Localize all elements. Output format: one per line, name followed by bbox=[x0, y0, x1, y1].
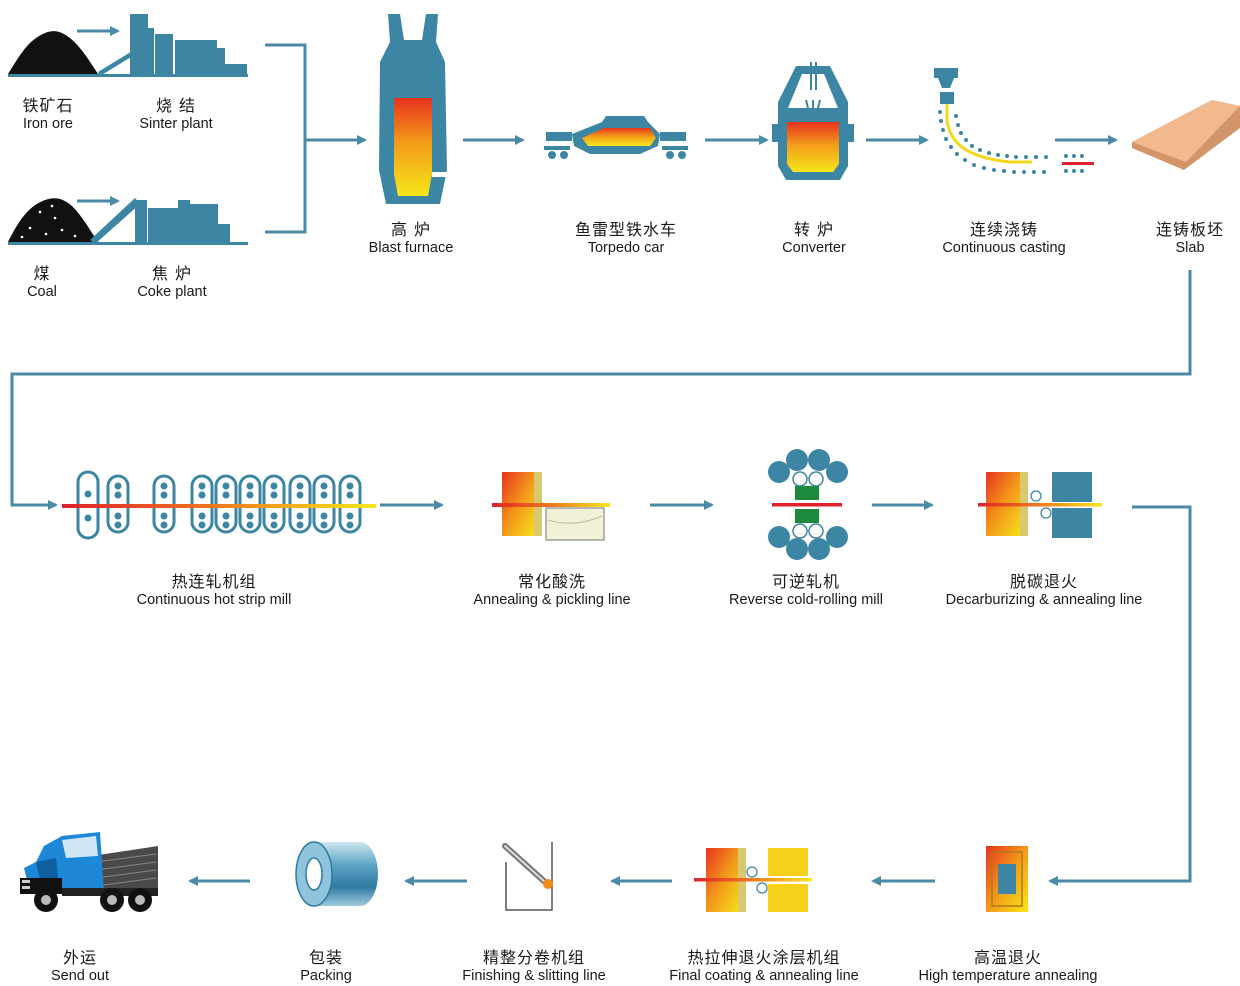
label-high-temp-annealing: 高温退火 High temperature annealing bbox=[888, 948, 1128, 986]
label-send-out: 外运 Send out bbox=[0, 948, 200, 986]
label-en: Slab bbox=[1175, 240, 1205, 256]
label-zh: 鱼雷型铁水车 bbox=[574, 220, 677, 239]
dump-truck-icon bbox=[20, 832, 158, 912]
label-coal: 煤 Coal bbox=[0, 264, 162, 302]
label-en: Final coating & annealing line bbox=[669, 968, 859, 984]
label-sinter-plant: 烧 结 Sinter plant bbox=[56, 96, 296, 134]
label-zh: 热连轧机组 bbox=[171, 572, 257, 591]
label-coke-plant: 焦 炉 Coke plant bbox=[52, 264, 292, 302]
cold-rolling-mill-icon bbox=[768, 449, 848, 560]
label-zh: 外运 bbox=[62, 948, 97, 967]
feed-bracket bbox=[265, 43, 307, 234]
torpedo-car-icon bbox=[544, 116, 688, 159]
label-final-coating: 热拉伸退火涂层机组 Final coating & annealing line bbox=[644, 948, 884, 986]
label-reverse-cold-rolling: 可逆轧机 Reverse cold-rolling mill bbox=[686, 572, 926, 610]
label-finishing-slitting: 精整分卷机组 Finishing & slitting line bbox=[414, 948, 654, 986]
label-en: Blast furnace bbox=[368, 240, 454, 256]
continuous-caster-icon bbox=[934, 68, 1094, 174]
label-en: Coal bbox=[27, 284, 57, 300]
hot-strip-mill-icon bbox=[62, 470, 376, 540]
label-en: Annealing & pickling line bbox=[473, 592, 631, 608]
label-en: Continuous hot strip mill bbox=[136, 592, 292, 608]
label-en: High temperature annealing bbox=[918, 968, 1098, 984]
ore-pile-icon bbox=[8, 31, 98, 74]
coke-plant-icon bbox=[8, 198, 248, 245]
label-en: Packing bbox=[300, 968, 352, 984]
label-zh: 连铸板坯 bbox=[1155, 220, 1224, 239]
converter-icon bbox=[772, 62, 854, 180]
slab-icon bbox=[1132, 100, 1240, 170]
steel-coil-icon bbox=[295, 841, 378, 907]
slitting-line-icon bbox=[502, 842, 553, 911]
label-zh: 高温退火 bbox=[973, 948, 1042, 967]
label-en: Decarburizing & annealing line bbox=[945, 592, 1143, 608]
label-zh: 脱碳退火 bbox=[1009, 572, 1078, 591]
label-en: Finishing & slitting line bbox=[462, 968, 606, 984]
label-en: Send out bbox=[50, 968, 110, 984]
label-en: Converter bbox=[782, 240, 846, 256]
connector-line bbox=[1048, 505, 1192, 886]
annealing-line-icon bbox=[978, 472, 1102, 538]
label-decarburizing-annealing: 脱碳退火 Decarburizing & annealing line bbox=[924, 572, 1164, 610]
coating-line-icon bbox=[694, 848, 812, 912]
label-zh: 焦 炉 bbox=[151, 264, 193, 283]
label-en: Torpedo car bbox=[587, 240, 665, 256]
label-zh: 连续浇铸 bbox=[969, 220, 1038, 239]
coal-pile-icon bbox=[8, 198, 98, 242]
label-en: Iron ore bbox=[23, 116, 73, 132]
label-converter: 转 炉 Converter bbox=[694, 220, 934, 258]
label-zh: 包装 bbox=[308, 948, 343, 967]
blast-furnace-icon bbox=[379, 14, 450, 204]
label-en: Continuous casting bbox=[942, 240, 1066, 256]
label-zh: 常化酸洗 bbox=[517, 572, 586, 591]
label-en: Sinter plant bbox=[139, 116, 213, 132]
label-blast-furnace: 高 炉 Blast furnace bbox=[291, 220, 531, 258]
label-zh: 热拉伸退火涂层机组 bbox=[687, 948, 841, 967]
label-en: Reverse cold-rolling mill bbox=[729, 592, 883, 608]
flow-arrows bbox=[10, 26, 1192, 886]
label-zh: 煤 bbox=[33, 264, 51, 283]
label-zh: 烧 结 bbox=[155, 96, 197, 115]
connector-line bbox=[10, 270, 1192, 510]
sinter-plant-icon bbox=[8, 14, 248, 77]
label-torpedo-car: 鱼雷型铁水车 Torpedo car bbox=[506, 220, 746, 258]
label-packing: 包装 Packing bbox=[206, 948, 446, 986]
box-annealing-furnace-icon bbox=[986, 846, 1028, 912]
label-zh: 铁矿石 bbox=[22, 96, 74, 115]
label-slab: 连铸板坯 Slab bbox=[1070, 220, 1240, 258]
label-iron-ore: 铁矿石 Iron ore bbox=[0, 96, 168, 134]
label-zh: 精整分卷机组 bbox=[482, 948, 585, 967]
label-annealing-pickling: 常化酸洗 Annealing & pickling line bbox=[432, 572, 672, 610]
label-zh: 可逆轧机 bbox=[771, 572, 840, 591]
label-hot-strip-mill: 热连轧机组 Continuous hot strip mill bbox=[94, 572, 334, 610]
label-en: Coke plant bbox=[137, 284, 207, 300]
label-continuous-casting: 连续浇铸 Continuous casting bbox=[884, 220, 1124, 258]
pickling-line-icon bbox=[492, 472, 610, 541]
label-zh: 转 炉 bbox=[793, 220, 835, 239]
label-zh: 高 炉 bbox=[390, 220, 432, 239]
